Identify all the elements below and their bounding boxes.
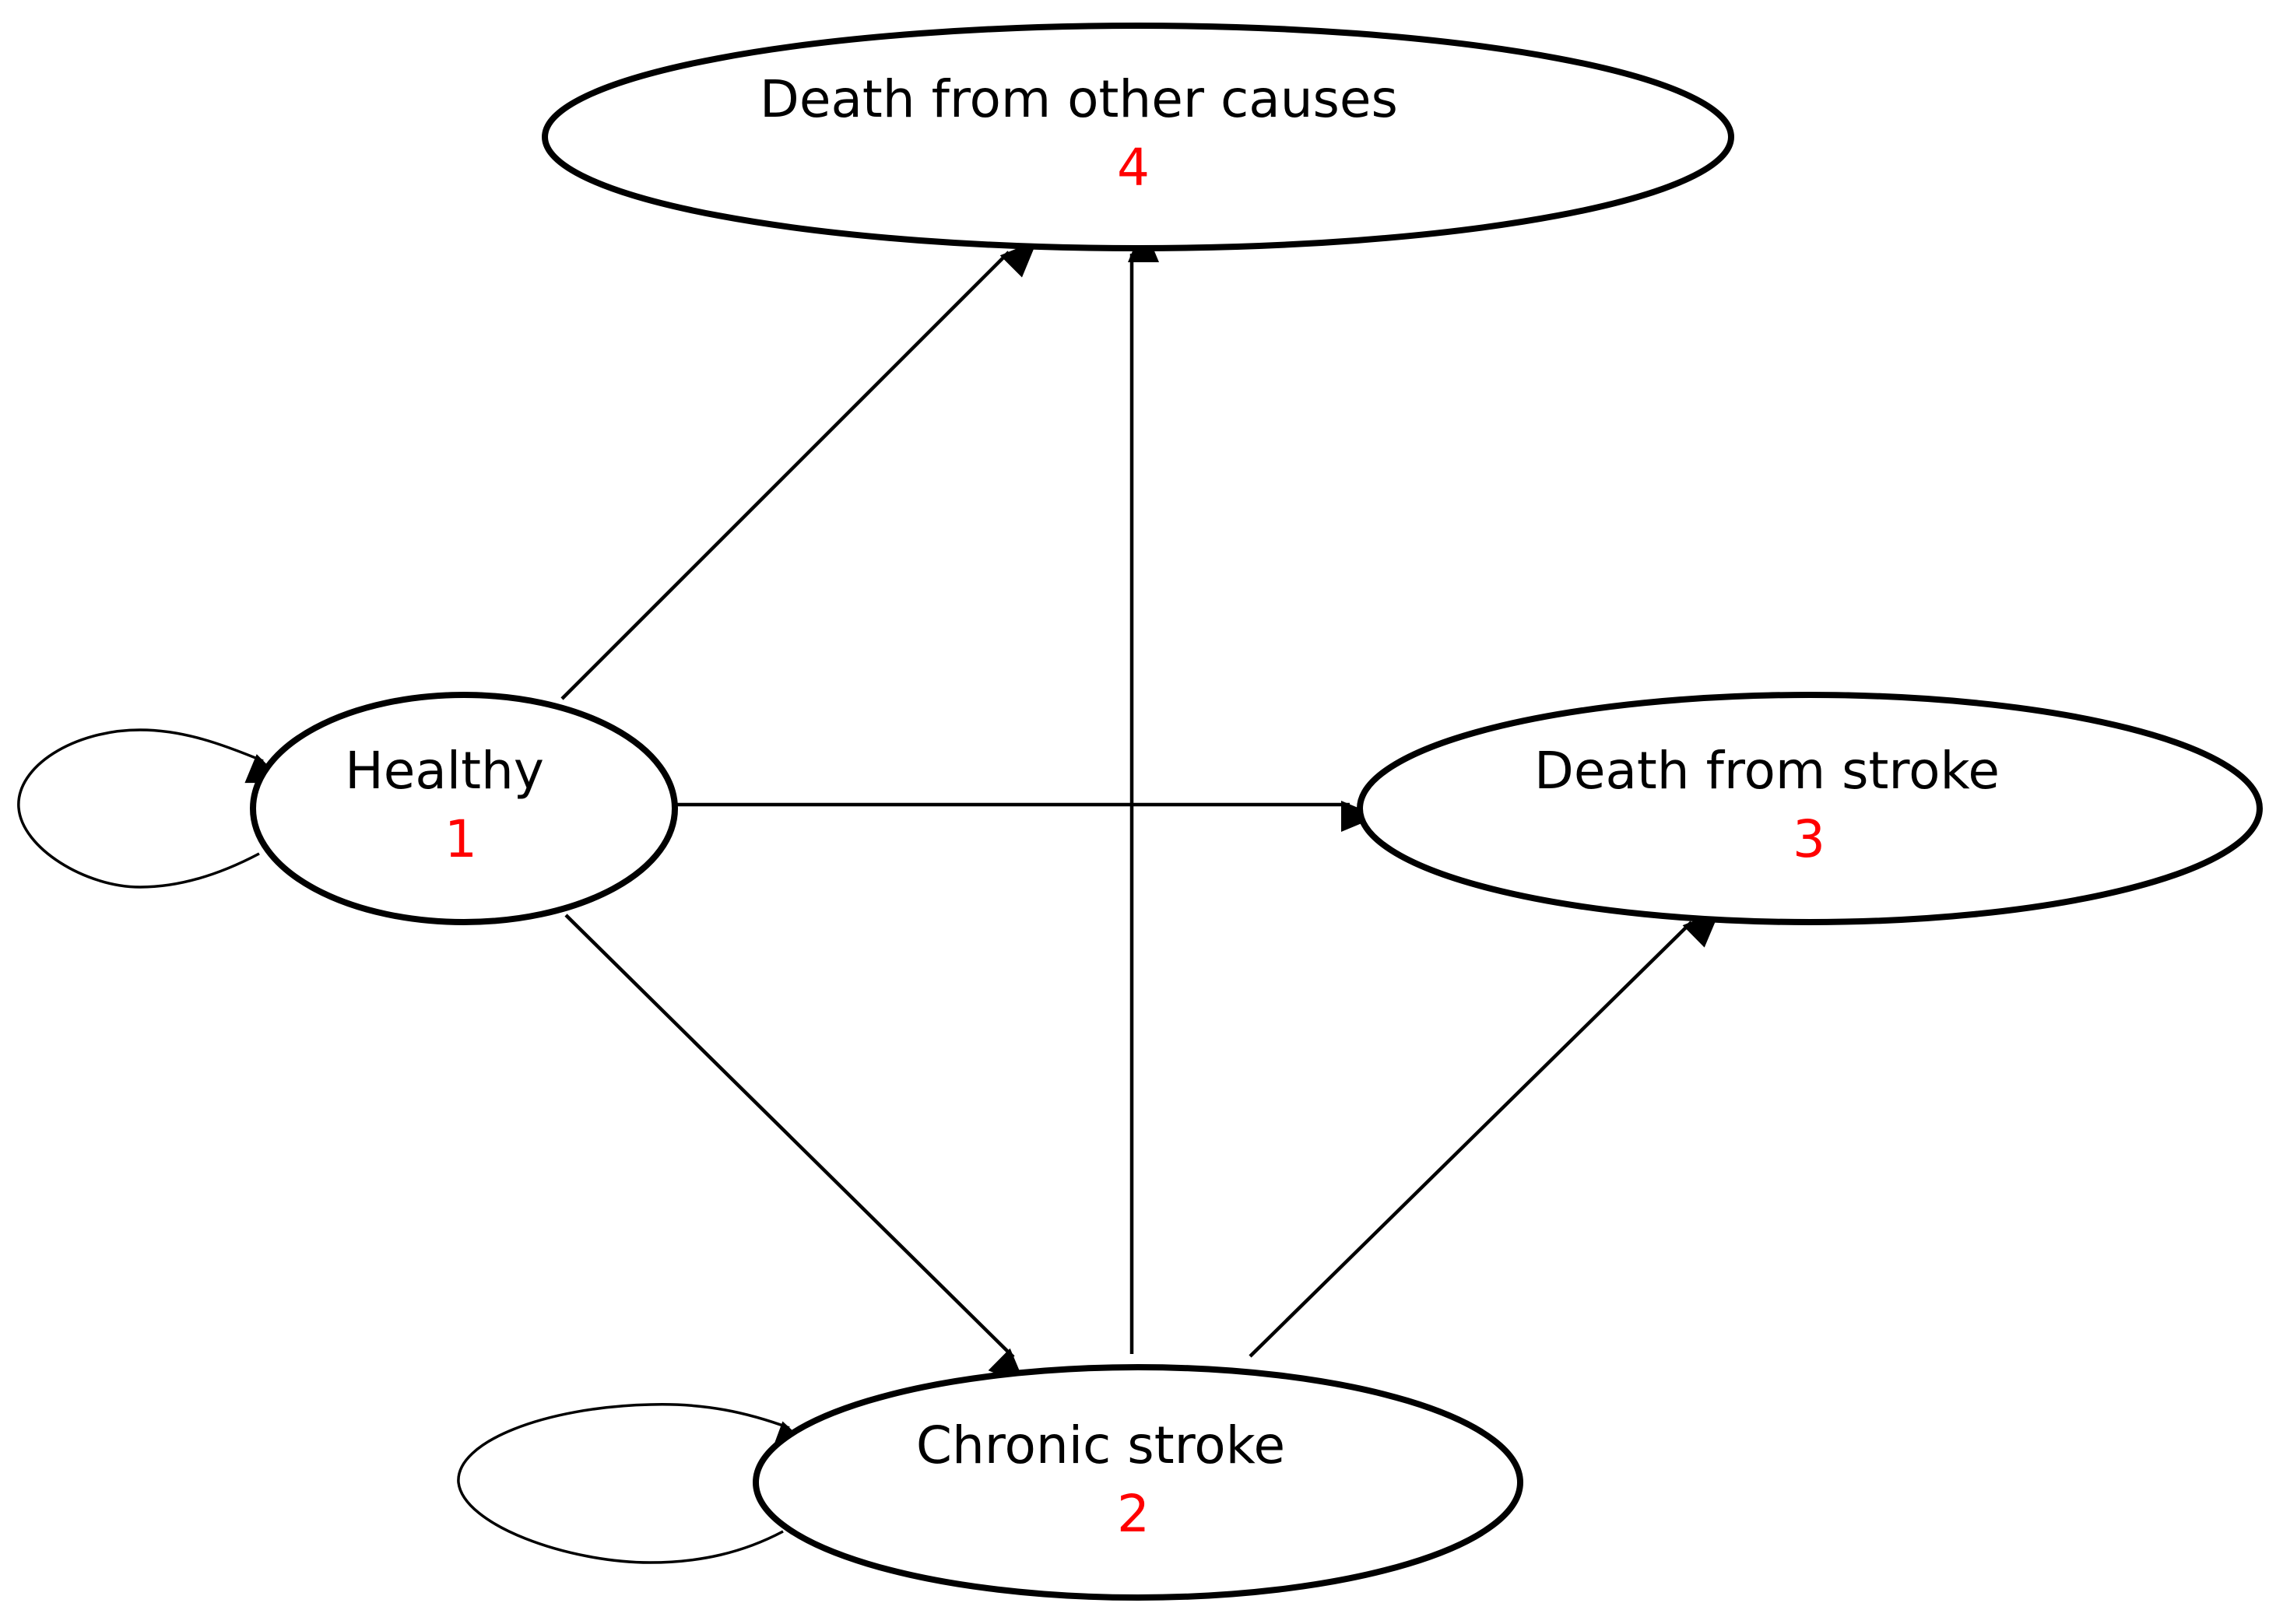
state-label: Death from stroke	[1534, 741, 2000, 801]
edge-healthy-to-death-other	[560, 240, 1038, 700]
state-number: 3	[1793, 809, 1825, 869]
edge-chronic-to-death-stroke	[1249, 910, 1720, 1358]
state-healthy: Healthy 1	[250, 692, 678, 925]
state-label: Chronic stroke	[916, 1415, 1285, 1475]
transition-edges	[17, 225, 1720, 1564]
state-label: Death from other causes	[760, 69, 1398, 129]
self-loop-chronic	[457, 1403, 813, 1564]
state-label: Healthy	[345, 741, 544, 801]
state-death-from-stroke: Death from stroke 3	[1357, 692, 2263, 925]
state-number: 1	[444, 809, 477, 869]
state-chronic-stroke: Chronic stroke 2	[753, 1364, 1523, 1601]
self-loop-healthy	[17, 728, 286, 889]
edge-healthy-to-chronic	[564, 914, 1026, 1386]
state-number: 2	[1117, 1484, 1150, 1544]
state-death-other-causes: Death from other causes 4	[542, 23, 1734, 251]
state-number: 4	[1117, 138, 1150, 198]
